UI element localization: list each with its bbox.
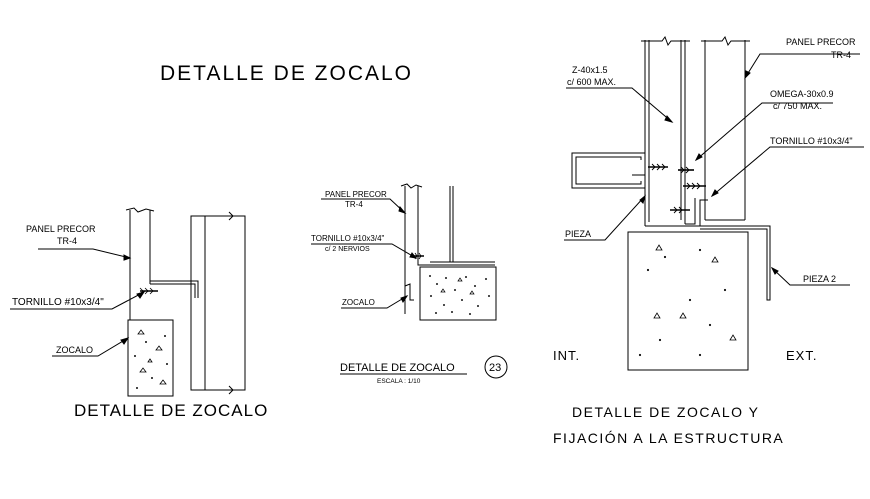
right-screw-icon <box>648 163 706 214</box>
leader-arrow <box>744 70 751 80</box>
detail-number-circle <box>484 355 508 379</box>
omega-sub: c/ 750 MAX. <box>773 101 822 111</box>
leader-line <box>38 248 131 259</box>
leader-arrow <box>664 115 674 123</box>
concrete-hatch <box>133 329 168 389</box>
leader-arrow <box>398 205 407 215</box>
left-zocalo-flashing <box>149 280 199 298</box>
left-wall <box>190 215 246 391</box>
left-zocalo-flashing <box>150 283 196 298</box>
right-screw-label: TORNILLO #10x3/4" <box>770 136 853 146</box>
left-panel-sub: TR-4 <box>57 236 77 246</box>
middle-zocalo-label: ZOCALO <box>342 298 375 307</box>
leader-line <box>341 295 408 309</box>
exterior-label: EXT. <box>786 348 817 363</box>
leader-line <box>566 87 673 123</box>
leader-arrow <box>409 252 418 259</box>
middle-detail-title: DETALLE DE ZOCALO <box>340 362 455 374</box>
omega-label: OMEGA-30x0.9 <box>770 89 834 99</box>
leader-arrow <box>400 295 409 303</box>
base-plate <box>645 199 708 227</box>
leader-arrow <box>710 189 719 198</box>
leader-line <box>321 198 406 214</box>
concrete-column <box>627 231 749 371</box>
left-detail: PANEL PRECOR TR-4 TORNILLO #10x3/4" ZOCA… <box>10 207 246 397</box>
middle-concrete-footing <box>419 266 497 321</box>
pieza-c-profile <box>571 152 646 189</box>
pieza-label: PIEZA <box>565 229 591 239</box>
right-panel-sub: TR-4 <box>831 50 851 60</box>
pieza-2-flashing <box>700 225 771 301</box>
z-profile-sub: c/ 600 MAX. <box>567 77 616 87</box>
leader-line <box>564 195 646 241</box>
middle-screw-sub: c/ 2 NERVIOS <box>325 246 370 253</box>
leader-line <box>744 53 860 79</box>
leader-line <box>695 102 833 161</box>
leader-arrow <box>694 153 703 162</box>
left-break-line <box>125 207 155 213</box>
middle-zocalo-profile <box>404 283 414 301</box>
right-break-line <box>641 35 690 47</box>
leader-line <box>711 146 864 197</box>
leader-line <box>10 291 145 310</box>
pieza-2-label: PIEZA 2 <box>803 274 836 284</box>
detail-number: 23 <box>489 362 501 374</box>
middle-panel-label: PANEL PRECOR <box>325 190 387 199</box>
middle-panel-sub: TR-4 <box>345 200 363 209</box>
left-detail-title: DETALLE DE ZOCALO <box>74 401 268 420</box>
leader-line <box>771 267 850 286</box>
leader-arrow <box>136 291 146 299</box>
leader-line <box>311 243 417 259</box>
concrete-hatch <box>638 244 737 357</box>
concrete-hatch <box>428 274 491 316</box>
pieza-c-profile <box>575 156 642 185</box>
left-concrete-footing <box>127 319 174 397</box>
main-title: DETALLE DE ZOCALO <box>160 62 413 85</box>
interior-label: INT. <box>553 348 580 363</box>
right-break-line <box>701 35 750 47</box>
left-panel-label: PANEL PRECOR <box>26 224 96 234</box>
leader-arrow <box>120 337 130 345</box>
middle-screw-label: TORNILLO #10x3/4" <box>311 234 385 243</box>
middle-detail-scale: ESCALA : 1/10 <box>377 378 421 385</box>
left-break-mark <box>228 211 234 221</box>
leader-arrow <box>123 254 132 261</box>
leader-arrow <box>770 266 779 275</box>
right-detail-title-line1: DETALLE DE ZOCALO Y <box>572 404 759 420</box>
left-screw-label: TORNILLO #10x3/4" <box>12 297 104 308</box>
middle-detail-title-block: DETALLE DE ZOCALO ESCALA : 1/10 23 <box>340 355 508 385</box>
right-panel-label: PANEL PRECOR <box>786 37 856 47</box>
left-break-mark <box>228 385 234 395</box>
middle-flashing <box>417 262 495 266</box>
middle-break-line <box>400 183 423 189</box>
middle-detail: PANEL PRECOR TR-4 TORNILLO #10x3/4" c/ 2… <box>311 183 497 321</box>
right-detail-title-line2: FIJACIÓN A LA ESTRUCTURA <box>553 430 784 446</box>
left-zocalo-label: ZOCALO <box>56 345 93 355</box>
leader-line <box>52 337 129 357</box>
z-profile-label: Z-40x1.5 <box>572 65 608 75</box>
leader-arrow <box>639 194 646 204</box>
right-detail: Z-40x1.5 c/ 600 MAX. PANEL PRECOR TR-4 O… <box>553 35 864 371</box>
base-plate <box>685 198 696 225</box>
